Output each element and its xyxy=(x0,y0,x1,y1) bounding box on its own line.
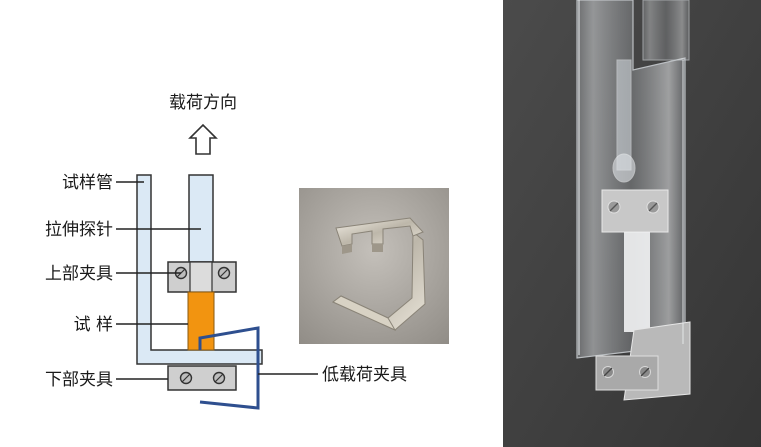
device-photo xyxy=(503,0,761,447)
label-lower-clamp: 下部夹具 xyxy=(45,370,113,390)
label-tensile-probe: 拉伸探针 xyxy=(45,220,113,240)
lower-clamp-shape xyxy=(167,365,237,391)
sample-tube-shape xyxy=(136,174,263,365)
label-sample: 试 样 xyxy=(74,315,113,335)
schematic: 载荷方向 xyxy=(45,93,407,410)
up-arrow-icon xyxy=(188,123,218,155)
load-direction-label: 载荷方向 xyxy=(169,93,237,113)
label-upper-clamp: 上部夹具 xyxy=(45,264,113,284)
tensile-probe-shape xyxy=(188,174,214,263)
clamp-photo xyxy=(299,188,449,344)
label-sample-tube: 试样管 xyxy=(62,173,113,193)
label-low-load-clamp: 低载荷夹具 xyxy=(322,365,407,385)
low-load-clamp-shape xyxy=(198,326,260,410)
upper-clamp-shape xyxy=(167,261,237,293)
